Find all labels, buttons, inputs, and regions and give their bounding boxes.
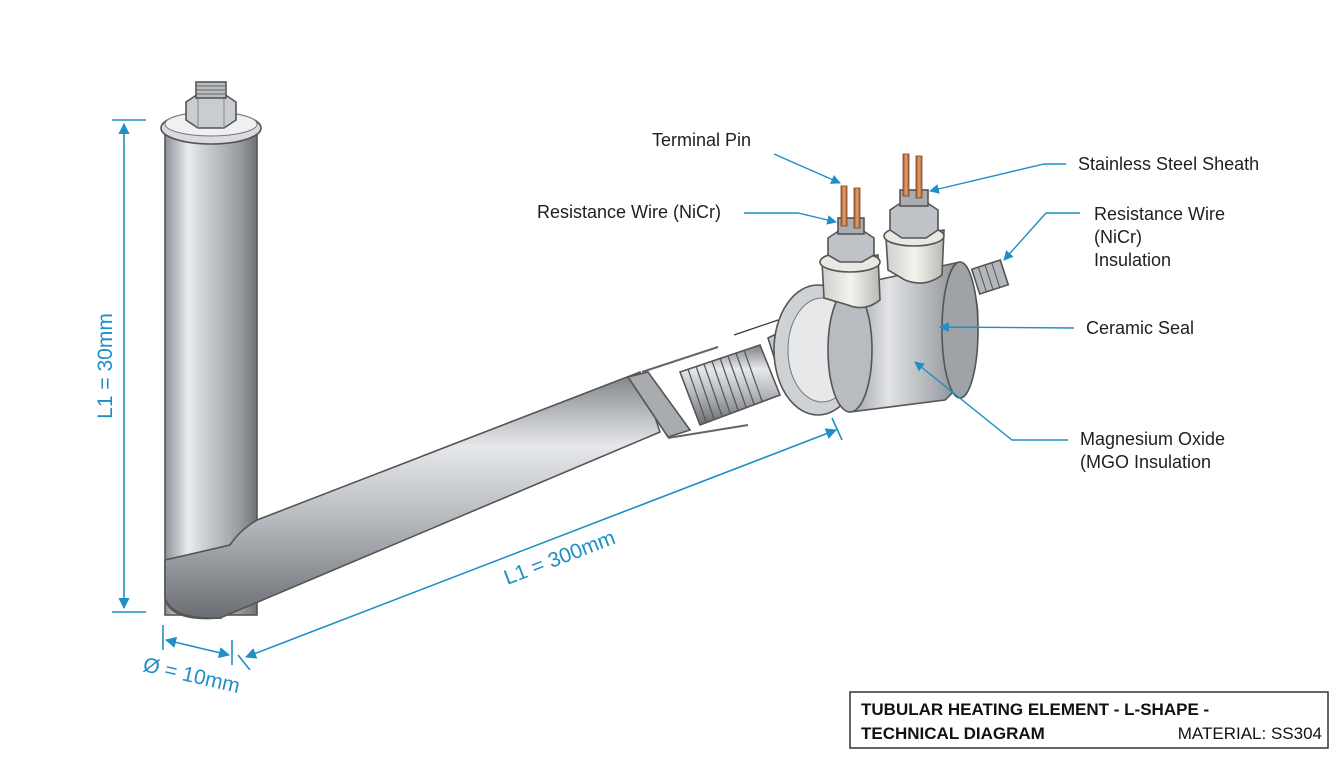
label-magnesium-oxide-2: (MGO Insulation: [1080, 452, 1211, 472]
flange-pointer: [733, 319, 779, 336]
vertical-dimension: L1 = 30mm: [94, 119, 146, 613]
label-terminal-pin: Terminal Pin: [652, 130, 751, 150]
label-resistance-wire-insulation-2: (NiCr): [1094, 227, 1142, 247]
material-label: MATERIAL: SS304: [1178, 724, 1322, 743]
left-terminal: [819, 185, 881, 309]
diameter-dimension: Ø = 10mm: [141, 625, 242, 698]
label-ceramic-seal: Ceramic Seal: [1086, 318, 1194, 338]
callout-terminal-pin: Terminal Pin: [652, 130, 841, 184]
label-resistance-wire: Resistance Wire (NiCr): [537, 202, 721, 222]
vertical-dimension-label: L1 = 30mm: [94, 313, 117, 419]
callout-resistance-wire: Resistance Wire (NiCr): [537, 202, 837, 225]
title-line-1: TUBULAR HEATING ELEMENT - L-SHAPE -: [861, 700, 1209, 719]
callout-ceramic-seal: Ceramic Seal: [939, 318, 1194, 338]
terminal-housing: [773, 258, 1010, 416]
callout-magnesium-oxide: Magnesium Oxide (MGO Insulation: [914, 361, 1225, 472]
callout-stainless-steel-sheath: Stainless Steel Sheath: [929, 154, 1259, 194]
right-terminal: [883, 153, 945, 284]
label-magnesium-oxide-1: Magnesium Oxide: [1080, 429, 1225, 449]
title-line-2: TECHNICAL DIAGRAM: [861, 724, 1045, 743]
label-resistance-wire-insulation-1: Resistance Wire: [1094, 204, 1225, 224]
label-resistance-wire-insulation-3: Insulation: [1094, 250, 1171, 270]
diameter-dimension-label: Ø = 10mm: [141, 653, 242, 698]
title-block: TUBULAR HEATING ELEMENT - L-SHAPE - TECH…: [849, 691, 1329, 749]
label-stainless-steel-sheath: Stainless Steel Sheath: [1078, 154, 1259, 174]
callout-resistance-wire-insulation: Resistance Wire (NiCr) Insulation: [1003, 204, 1225, 270]
vertical-tube: [160, 81, 262, 616]
